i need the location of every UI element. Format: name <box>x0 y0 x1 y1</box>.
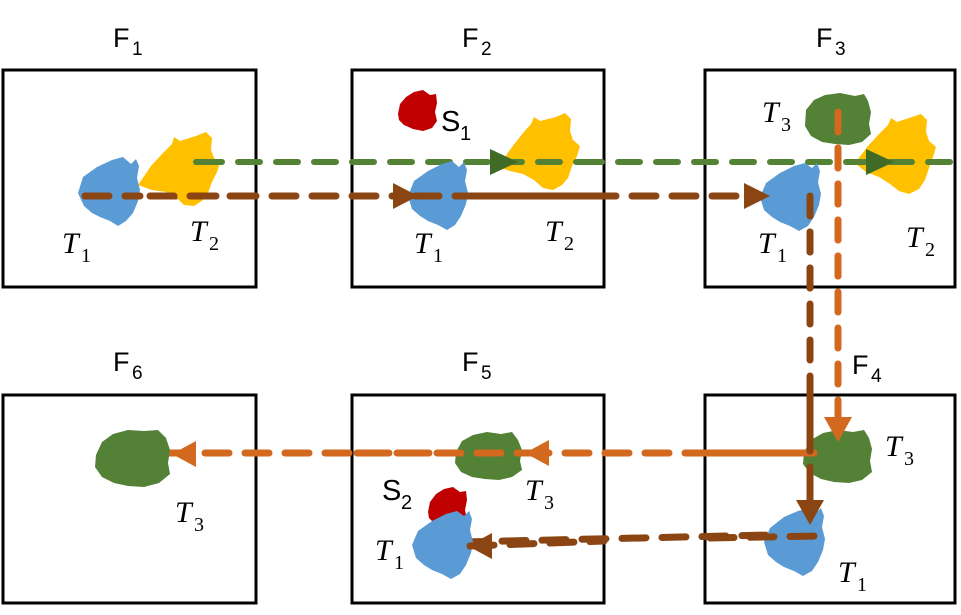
frame-title-f3-index: 3 <box>835 39 846 60</box>
frame-f2-content <box>398 90 608 230</box>
target-label-letter: T <box>175 496 194 529</box>
target-label-letter: T <box>758 227 777 260</box>
frame-box-f6 <box>1 393 258 605</box>
frame-f3-content <box>760 93 958 294</box>
target-label-t3-f3: T 3 <box>762 96 791 136</box>
frame-title-f6-index: 6 <box>132 363 143 384</box>
target-label-t1-f1: T 1 <box>62 227 91 267</box>
target-label-letter: T <box>838 556 857 589</box>
target-blob-t1-f3 <box>760 163 821 231</box>
sensor-label-index: 1 <box>460 123 471 145</box>
target-label-index: 2 <box>564 233 574 255</box>
frame-title-f4-letter: F <box>852 350 869 380</box>
sensor-label-letter: S <box>441 106 460 138</box>
target-blob-t1-f1 <box>78 157 140 226</box>
brown-dash-in-t1-f5 <box>466 537 608 550</box>
target-label-letter: T <box>525 474 544 507</box>
frame-title-f2-index: 2 <box>481 39 492 60</box>
target-label-index: 1 <box>394 552 404 574</box>
target-label-letter: T <box>545 215 564 248</box>
target-blob-t2-f2 <box>498 113 580 190</box>
frame-title-f5-letter: F <box>462 347 479 377</box>
frame-title-f5-index: 5 <box>481 363 492 384</box>
target-label-letter: T <box>762 96 781 129</box>
target-label-letter: T <box>906 221 925 254</box>
frame-box-f4 <box>703 393 957 605</box>
target-label-t2-f3: T 2 <box>906 221 935 261</box>
target-label-index: 3 <box>194 514 204 536</box>
target-label-index: 2 <box>925 239 935 261</box>
target-label-index: 3 <box>544 492 554 514</box>
target-blob-t2-f1 <box>138 132 220 206</box>
frame-title-f2: F 2 <box>462 23 492 60</box>
frame-title-f5: F 5 <box>462 347 492 384</box>
target-blob-t2-f3 <box>855 114 936 194</box>
arrow-head-t2-into-f3 <box>866 149 894 175</box>
target-label-t3-f4: T 3 <box>885 430 914 470</box>
frame-f4-content <box>706 391 872 576</box>
target-label-t1-f2: T 1 <box>414 227 443 267</box>
target-label-index: 1 <box>81 245 91 267</box>
target-label-index: 2 <box>209 233 219 255</box>
arrow-head-t2-into-f2 <box>490 149 518 175</box>
arrow-head-t1-down-into-f4 <box>796 500 824 525</box>
sensor-label-s1-f2: S 1 <box>441 106 471 145</box>
target-label-letter: T <box>414 227 433 260</box>
target-label-index: 1 <box>433 245 443 267</box>
arrow-head-t3-down-into-f4 <box>824 417 852 442</box>
target-label-index: 3 <box>781 114 791 136</box>
arrow-head-t3-into-f6 <box>172 441 196 467</box>
target-blob-t3-f4 <box>803 430 872 483</box>
target-label-letter: T <box>375 534 394 567</box>
target-label-letter: T <box>62 227 81 260</box>
arrow-head-t1-into-f2 <box>393 183 418 209</box>
target-label-index: 3 <box>904 448 914 470</box>
frame-box-f5 <box>350 393 606 605</box>
frame-f1-content <box>78 132 236 226</box>
sensor-blob-s1-f2 <box>398 90 437 131</box>
target-label-letter: T <box>885 430 904 463</box>
target-label-t2-f1: T 2 <box>190 215 219 255</box>
frame-title-f1-letter: F <box>113 23 130 53</box>
frame-title-f2-letter: F <box>462 23 479 53</box>
frame-title-f6-letter: F <box>113 347 130 377</box>
arrow-head-t1-into-f3 <box>744 183 770 209</box>
frame-title-f1-index: 1 <box>132 39 143 60</box>
target-label-t1-f5: T 1 <box>375 534 404 574</box>
sensor-label-letter: S <box>382 475 401 507</box>
sensor-label-s2-f5: S 2 <box>382 475 412 514</box>
frame-f6-content <box>95 430 170 487</box>
target-blob-t1-f4 <box>764 508 825 576</box>
target-label-t3-f6: T 3 <box>175 496 204 536</box>
frame-title-f3-letter: F <box>816 23 833 53</box>
target-label-t3-f5: T 3 <box>525 474 554 514</box>
arrow-head-t3-into-f5 <box>525 440 549 466</box>
target-blob-t3-f6 <box>95 430 170 487</box>
target-blob-t1-f5 <box>412 511 473 579</box>
frame-title-f4-index: 4 <box>871 366 882 387</box>
arrow-head-t1-into-f5 <box>468 533 492 559</box>
target-label-t1-f3: T 1 <box>758 227 787 267</box>
frame-f5-content <box>353 432 608 579</box>
target-label-index: 1 <box>777 245 787 267</box>
target-label-t2-f2: T 2 <box>545 215 574 255</box>
frame-title-f4: F 4 <box>852 350 882 387</box>
target-label-t1-f4: T 1 <box>838 556 867 596</box>
frame-title-f3: F 3 <box>816 23 846 60</box>
sensor-label-index: 2 <box>401 492 412 514</box>
frame-title-f1: F 1 <box>113 23 143 60</box>
frame-title-f6: F 6 <box>113 347 143 384</box>
target-label-index: 1 <box>857 574 867 596</box>
brown-dash-in-t1-f4 <box>706 532 822 542</box>
target-label-letter: T <box>190 215 209 248</box>
